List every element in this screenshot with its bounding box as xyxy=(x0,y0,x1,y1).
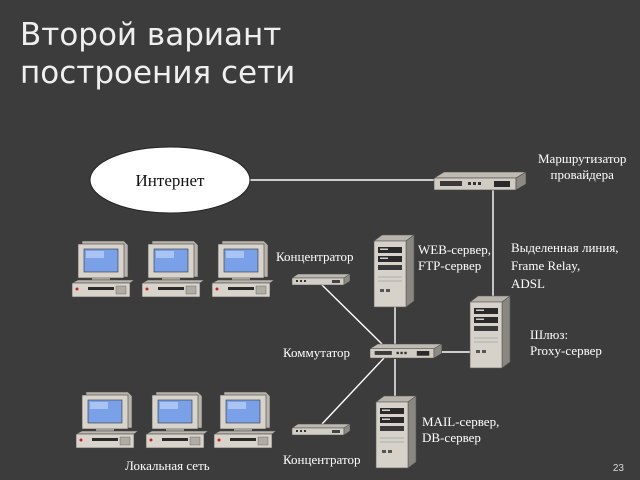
internet-label: Интернет xyxy=(136,171,205,190)
hub-bottom-label: Концентратор xyxy=(283,452,361,467)
leased-line-label: Выделенная линия, Frame Relay, ADSL xyxy=(511,240,619,291)
bottom-hub xyxy=(291,423,351,436)
mail-server-label: MAIL-сервер, DB-сервер xyxy=(422,414,500,445)
title-line: Второй вариант xyxy=(20,17,282,53)
hub-top-label: Концентратор xyxy=(276,249,354,264)
link-switch-bottomhub xyxy=(321,357,385,425)
slide-title: Второй вариант построения сети xyxy=(20,16,420,92)
workstation-bottom-1 xyxy=(75,391,139,449)
workstation-top-3 xyxy=(211,240,275,298)
web-server-label: WEB-сервер, FTP-сервер xyxy=(418,242,491,273)
gateway-label: Шлюз: Proxy-сервер xyxy=(530,327,602,358)
workstation-top-2 xyxy=(141,240,205,298)
top-hub xyxy=(291,273,351,286)
web-ftp-server xyxy=(373,234,415,308)
page-number: 23 xyxy=(612,463,624,474)
connection-lines xyxy=(248,179,494,425)
title-line: построения сети xyxy=(20,55,296,91)
core-switch xyxy=(369,343,443,359)
internet-cloud xyxy=(89,146,251,214)
switch-label: Коммутатор xyxy=(283,345,351,360)
workstation-bottom-2 xyxy=(145,391,209,449)
link-switch-tophub xyxy=(319,282,385,347)
provider-router xyxy=(433,171,527,191)
lan-label: Локальная сеть xyxy=(125,458,210,473)
gateway-proxy-server xyxy=(469,295,511,369)
workstation-top-1 xyxy=(71,240,135,298)
workstation-bottom-3 xyxy=(213,391,277,449)
mail-db-server xyxy=(375,395,417,469)
router-label: Маршрутизатор провайдера xyxy=(538,151,627,182)
